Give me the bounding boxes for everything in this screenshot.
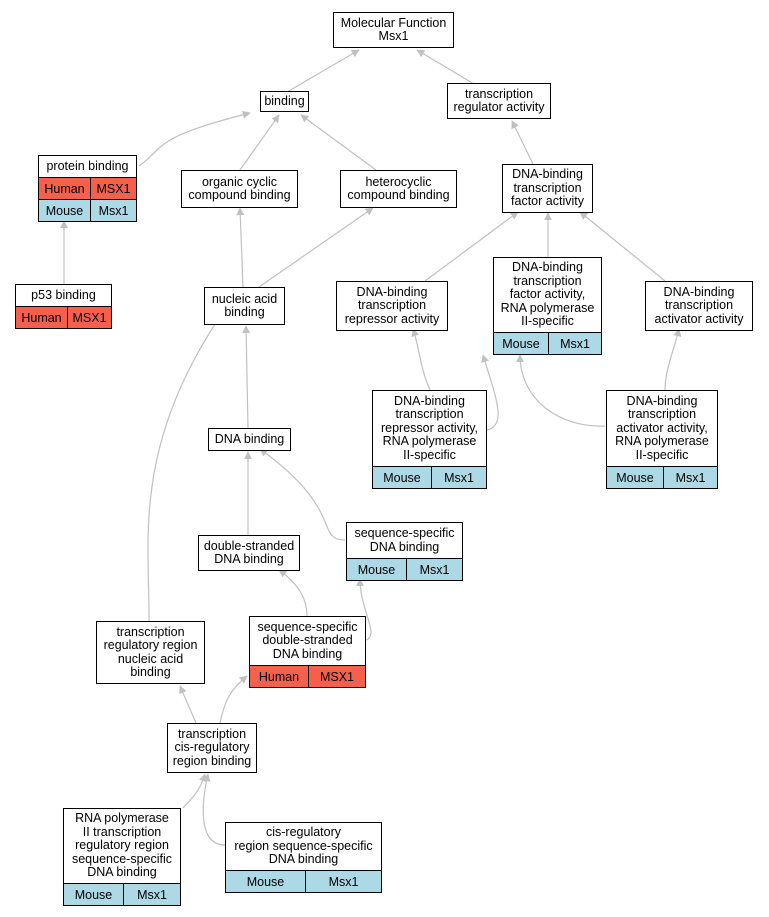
node-transcription-regulatory-region-nucleic-acid-binding[interactable]: transcription regulatory region nucleic … <box>96 621 205 684</box>
edge-nucleic-acid-to-organic-cyclic <box>236 207 245 288</box>
node-molecular-function[interactable]: Molecular Function Msx1 <box>333 12 454 48</box>
species-cell: Mouse <box>616 470 654 485</box>
node-sequence-specific-double-stranded-dna-binding[interactable]: sequence-specific double-stranded DNA bi… <box>249 616 366 688</box>
edge-tra-to-mf <box>416 49 475 85</box>
annotation-row-human[interactable]: Human MSX1 <box>39 177 136 199</box>
edge-rnap-trr-to-tcrr <box>182 773 207 809</box>
species-cell: Mouse <box>502 336 540 351</box>
node-rnap-ii-transcription-regulatory-region-binding[interactable]: RNA polymerase II transcription regulato… <box>63 808 181 906</box>
node-label: DNA-binding transcription activator acti… <box>654 284 744 326</box>
node-dna-binding[interactable]: DNA binding <box>208 428 291 451</box>
node-nucleic-acid-binding[interactable]: nucleic acid binding <box>204 287 285 325</box>
node-dna-binding-transcription-repressor-activity[interactable]: DNA-binding transcription repressor acti… <box>336 281 448 331</box>
edge-dbtaa-to-dbtfa <box>579 211 666 282</box>
gene-cell: Msx1 <box>431 467 486 488</box>
node-transcription-cis-regulatory-region-binding[interactable]: transcription cis-regulatory region bind… <box>167 723 257 773</box>
annotation-row-mouse[interactable]: Mouse Msx1 <box>373 466 486 488</box>
species-cell: Mouse <box>45 203 84 218</box>
node-dna-binding-transcription-factor-activity[interactable]: DNA-binding transcription factor activit… <box>502 164 593 213</box>
edge-seq-specific-to-dna-binding <box>259 448 346 541</box>
edge-dna-binding-to-nucleic-acid <box>242 325 251 429</box>
edge-dbtra-rnap-to-dbtfa-rnap <box>481 354 499 431</box>
edge-trr-na-to-nucleic-acid <box>147 307 227 622</box>
edge-nucleic-acid-to-heterocyclic <box>258 207 374 288</box>
node-transcription-regulator-activity[interactable]: transcription regulator activity <box>447 83 551 119</box>
edge-crr-ss-to-tcrr <box>202 773 226 846</box>
node-label: DNA-binding transcription repressor acti… <box>380 393 478 462</box>
node-dna-binding-activator-rnap-ii[interactable]: DNA-binding transcription activator acti… <box>606 390 718 489</box>
node-label: transcription regulatory region nucleic … <box>103 624 198 679</box>
node-label: DNA-binding transcription activator acti… <box>615 393 709 462</box>
edge-tcrr-to-ss-ds-dna <box>219 675 248 724</box>
gene-cell: Msx1 <box>90 200 136 221</box>
edge-binding-to-mf <box>286 49 360 93</box>
node-label: binding <box>264 93 305 108</box>
edge-ss-ds-dna-to-ds-dna <box>278 569 308 617</box>
gene-cell: Msx1 <box>548 333 601 354</box>
node-label: DNA-binding transcription factor activit… <box>511 167 584 209</box>
annotation-row-human[interactable]: Human MSX1 <box>16 306 111 328</box>
node-dna-binding-repressor-rnap-ii[interactable]: DNA-binding transcription repressor acti… <box>372 390 487 489</box>
gene-cell: MSX1 <box>308 666 365 687</box>
edge-protein-binding-to-binding <box>138 110 251 167</box>
node-binding[interactable]: binding <box>260 91 309 112</box>
node-label: Molecular Function Msx1 <box>340 15 447 43</box>
edge-tcrr-to-trr-na <box>179 685 197 724</box>
species-cell: Human <box>21 310 62 325</box>
node-protein-binding[interactable]: protein binding Human MSX1 Mouse Msx1 <box>38 155 137 222</box>
annotation-row-mouse[interactable]: Mouse Msx1 <box>39 199 136 221</box>
annotation-row-mouse[interactable]: Mouse Msx1 <box>226 870 381 892</box>
edge-ss-ds-dna-to-seq-specific <box>356 578 372 641</box>
gene-cell: Msx1 <box>123 884 180 905</box>
node-p53-binding[interactable]: p53 binding Human MSX1 <box>15 284 112 329</box>
species-cell: Mouse <box>246 874 285 889</box>
node-label: RNA polymerase II transcription regulato… <box>71 811 173 880</box>
node-label: organic cyclic compound binding <box>188 174 291 202</box>
annotation-row-mouse[interactable]: Mouse Msx1 <box>64 883 180 905</box>
edge-dbtra-rnap-to-dbtra <box>411 328 431 391</box>
node-cis-regulatory-region-sequence-specific-dna-binding[interactable]: cis-regulatory region sequence-specific … <box>225 822 382 893</box>
annotation-row-mouse[interactable]: Mouse Msx1 <box>494 332 601 354</box>
node-label: p53 binding <box>31 287 96 302</box>
species-cell: Human <box>44 181 85 196</box>
gene-cell: Msx1 <box>305 871 381 892</box>
edge-heterocyclic-to-binding <box>300 114 377 171</box>
gene-cell: Msx1 <box>663 467 717 488</box>
gene-cell: Msx1 <box>406 559 462 580</box>
node-label: DNA-binding transcription factor activit… <box>500 260 595 329</box>
node-label: transcription regulator activity <box>453 86 545 114</box>
gene-cell: MSX1 <box>90 178 136 199</box>
species-cell: Mouse <box>357 562 396 577</box>
node-label: double-stranded DNA binding <box>203 538 295 566</box>
node-label: nucleic acid binding <box>211 291 278 319</box>
gene-cell: MSX1 <box>67 307 111 328</box>
edge-dbtfa-to-tra <box>511 120 534 165</box>
edge-dbtaa-rnap-to-dbtaa <box>664 328 682 391</box>
node-label: sequence-specific double-stranded DNA bi… <box>257 619 358 661</box>
edge-dbtra-to-dbtfa <box>424 211 519 282</box>
species-cell: Mouse <box>74 887 113 902</box>
node-dna-binding-tf-activity-rnap-ii[interactable]: DNA-binding transcription factor activit… <box>493 257 602 355</box>
annotation-row-mouse[interactable]: Mouse Msx1 <box>347 558 462 580</box>
node-label: sequence-specific DNA binding <box>354 526 455 554</box>
node-dna-binding-transcription-activator-activity[interactable]: DNA-binding transcription activator acti… <box>645 281 753 331</box>
edge-organic-cyclic-to-binding <box>239 114 280 171</box>
annotation-row-mouse[interactable]: Mouse Msx1 <box>607 466 717 488</box>
node-label: DNA binding <box>214 431 285 446</box>
edge-dbtaa-rnap-to-dbtfa-rnap <box>516 354 606 427</box>
node-label: transcription cis-regulatory region bind… <box>172 726 252 768</box>
species-cell: Mouse <box>383 470 421 485</box>
node-label: protein binding <box>46 158 129 173</box>
annotation-row-human[interactable]: Human MSX1 <box>250 665 365 687</box>
species-cell: Human <box>258 669 300 684</box>
node-heterocyclic-compound-binding[interactable]: heterocyclic compound binding <box>340 170 457 208</box>
node-organic-cyclic-compound-binding[interactable]: organic cyclic compound binding <box>181 170 298 208</box>
node-label: cis-regulatory region sequence-specific … <box>234 825 373 867</box>
node-label: DNA-binding transcription repressor acti… <box>344 284 440 326</box>
node-sequence-specific-dna-binding[interactable]: sequence-specific DNA binding Mouse Msx1 <box>346 522 463 581</box>
node-label: heterocyclic compound binding <box>347 174 450 202</box>
node-double-stranded-dna-binding[interactable]: double-stranded DNA binding <box>198 535 300 571</box>
